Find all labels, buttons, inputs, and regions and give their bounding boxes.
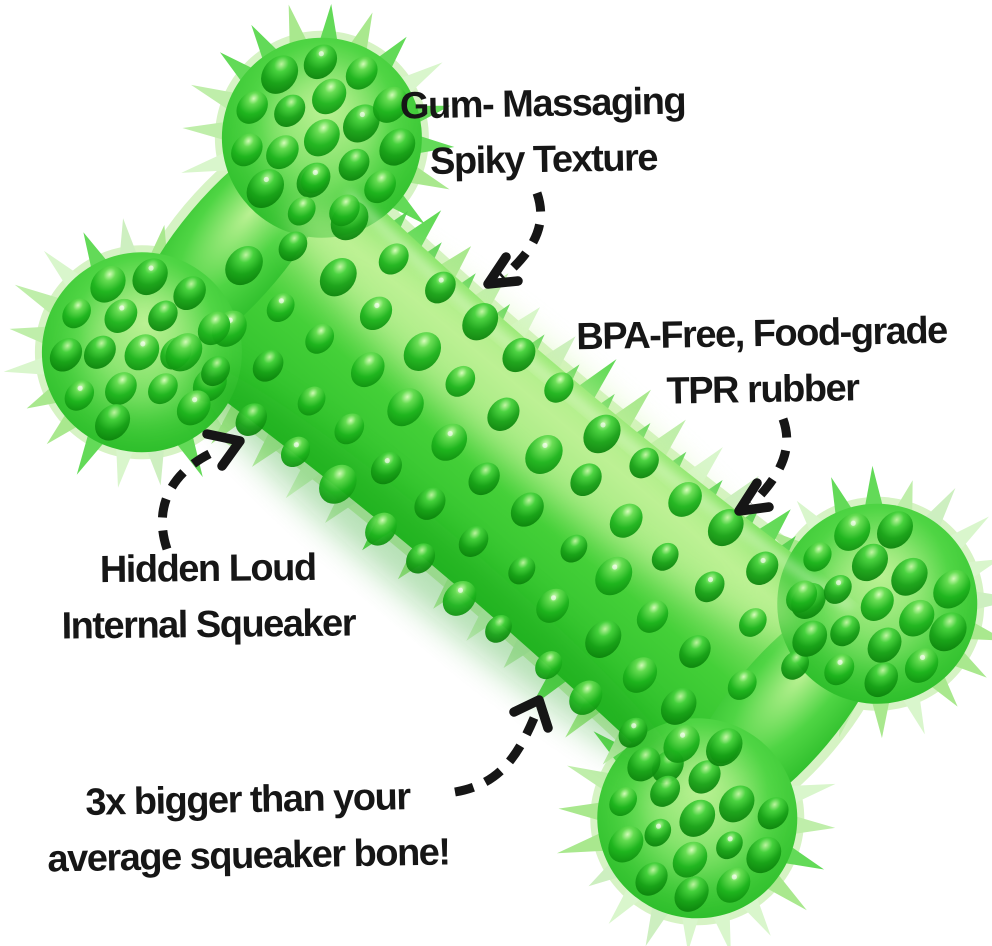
spiky-texture-arrow	[499, 191, 546, 282]
callout-tpr-rubber-line2: TPR rubber	[666, 367, 859, 413]
callout-spiky-texture-line2: Spiky Texture	[429, 137, 658, 183]
callout-bigger-line2: average squeaker bone!	[47, 831, 450, 881]
callout-tpr-rubber-line1: BPA-Free, Food-grade	[575, 309, 948, 359]
callout-bigger-line1: 3x bigger than your	[85, 776, 410, 824]
squeaker-arrow	[157, 444, 222, 551]
callout-tpr-rubber: BPA-Free, Food-grade TPR rubber	[531, 302, 992, 422]
callout-squeaker: Hidden Loud Internal Squeaker	[7, 539, 408, 655]
tpr-rubber-arrowhead	[734, 478, 774, 516]
callout-spiky-texture-line1: Gum- Massaging	[399, 80, 686, 128]
callout-bigger: 3x bigger than your average squeaker bon…	[27, 768, 469, 888]
callout-spiky-texture: Gum- Massaging Spiky Texture	[362, 73, 724, 191]
callout-arrows	[157, 191, 792, 797]
tpr-rubber-arrow	[748, 417, 792, 508]
spiky-texture-arrowhead	[483, 252, 523, 289]
callout-squeaker-line1: Hidden Loud	[99, 546, 316, 592]
squeaker-arrowhead	[202, 429, 245, 471]
callout-squeaker-line2: Internal Squeaker	[61, 602, 356, 648]
bigger-arrow	[454, 716, 539, 797]
bigger-arrowhead	[509, 695, 553, 733]
